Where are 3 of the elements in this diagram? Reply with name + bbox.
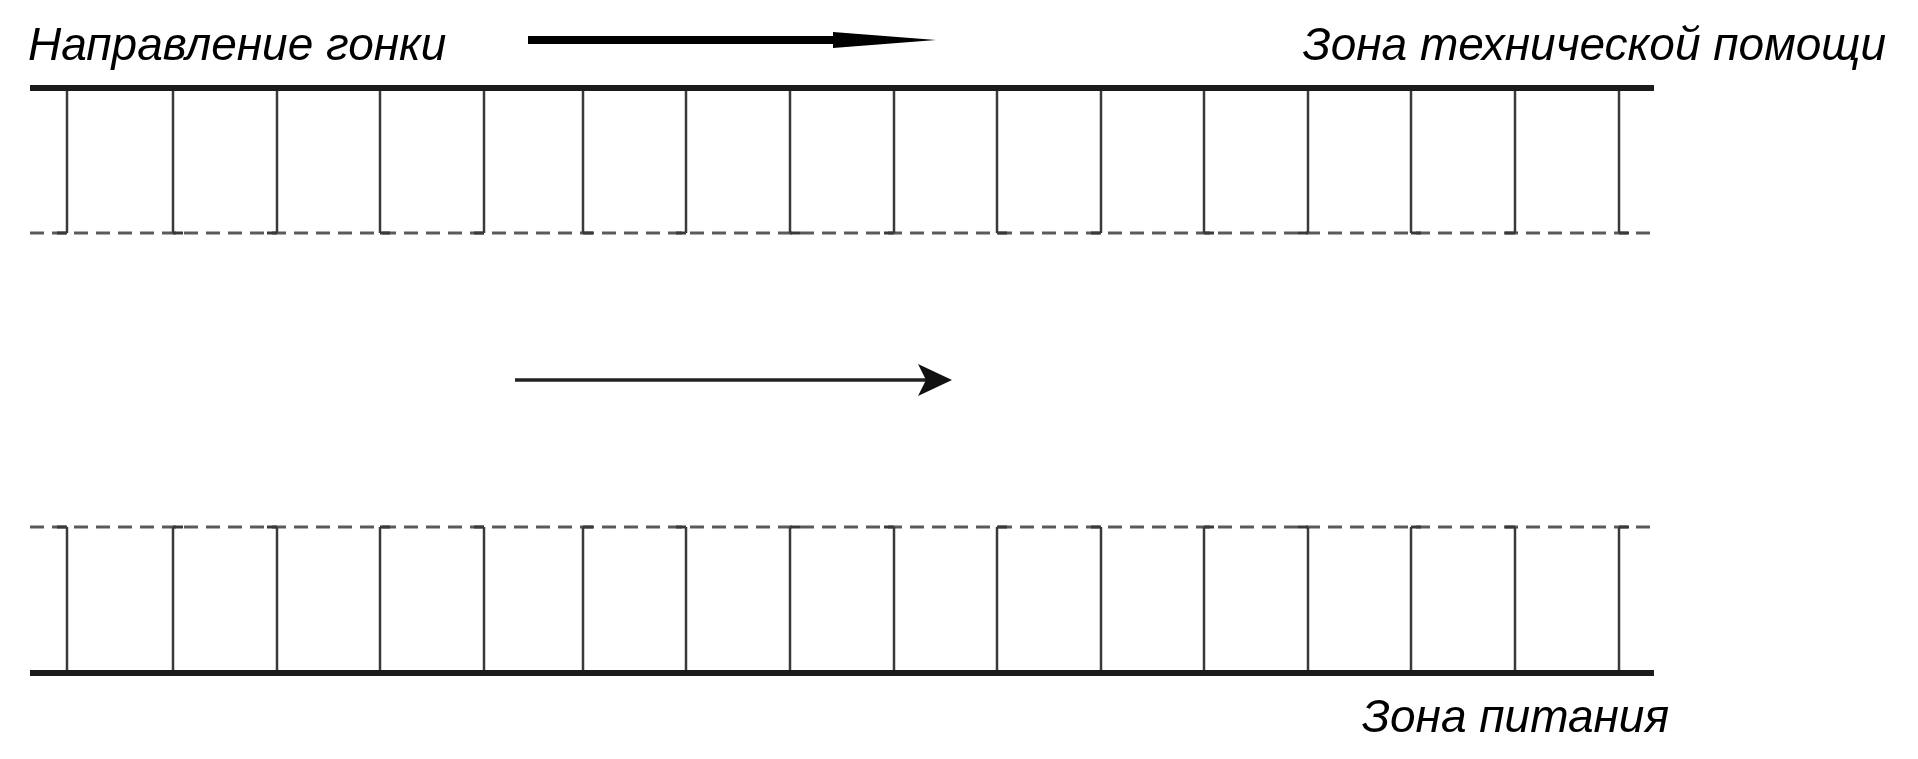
zone-label: Зона технической помощи bbox=[1302, 17, 1886, 72]
zone-label: Зона питания bbox=[1361, 689, 1669, 744]
direction-label: Направление гонки bbox=[28, 17, 447, 72]
